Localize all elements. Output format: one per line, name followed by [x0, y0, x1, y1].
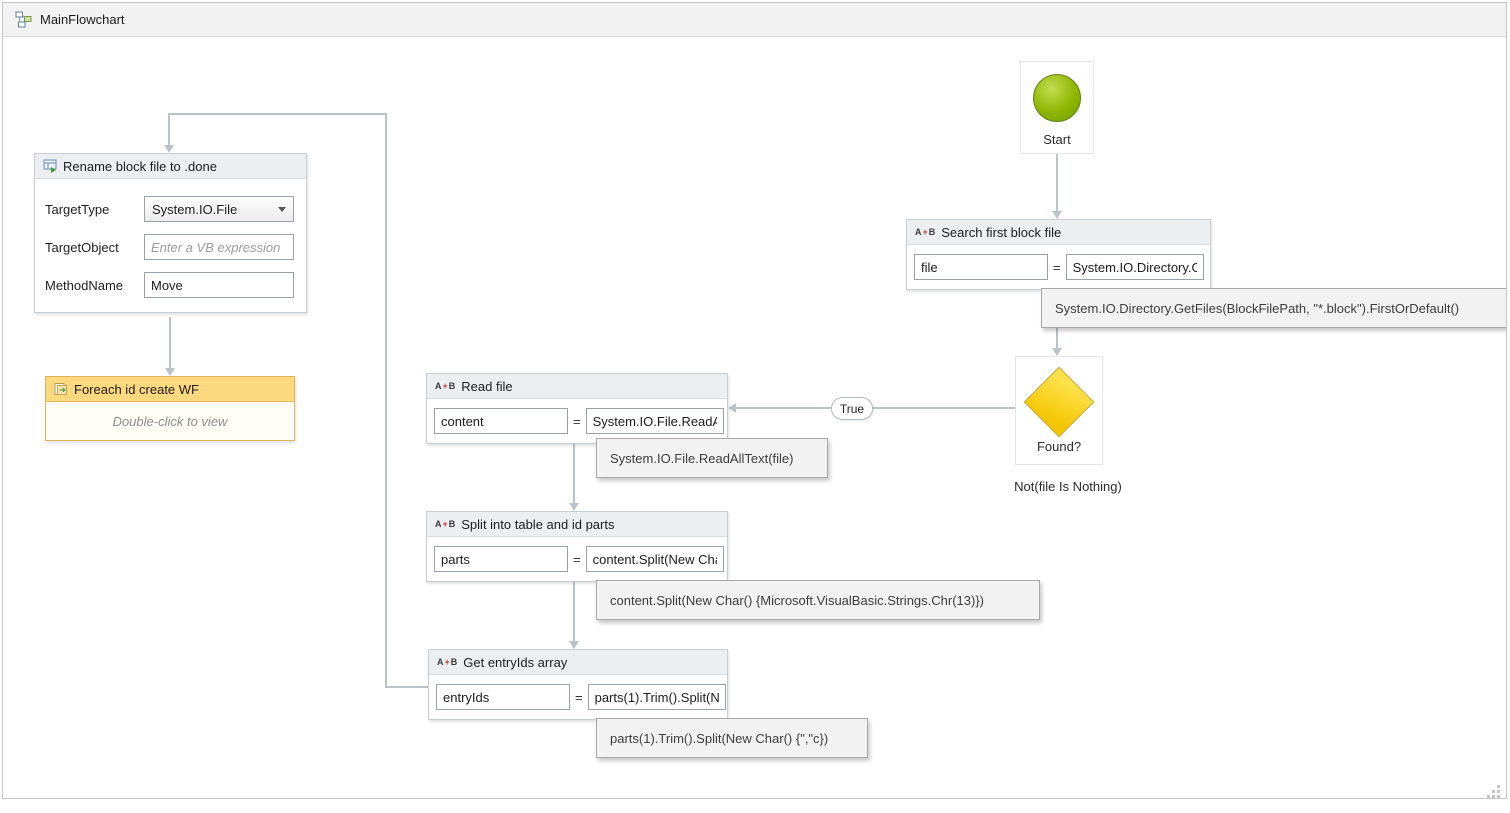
equals-sign: =	[1053, 259, 1061, 275]
start-node[interactable]: Start	[1020, 61, 1094, 154]
assign-node-search-first-block-file[interactable]: A+B Search first block file =	[906, 219, 1211, 290]
target-type-dropdown[interactable]: System.IO.File	[144, 196, 294, 222]
node-title: Search first block file	[941, 224, 1062, 240]
node-title: Read file	[461, 378, 513, 394]
expression-tooltip: System.IO.Directory.GetFiles(BlockFilePa…	[1041, 288, 1506, 328]
assign-node-read-file[interactable]: A+B Read file =	[426, 373, 728, 444]
invoke-workflow-icon	[54, 382, 68, 396]
assign-to-input[interactable]	[434, 408, 568, 434]
assign-node-header[interactable]: A+B Read file	[427, 374, 727, 399]
method-name-label: MethodName	[45, 277, 124, 293]
decision-node-found[interactable]: Found?	[1015, 356, 1103, 465]
invoke-workflow-node-foreach[interactable]: Foreach id create WF Double-click to vie…	[45, 376, 295, 441]
assign-to-input[interactable]	[434, 546, 568, 572]
start-circle-icon	[1033, 74, 1081, 122]
decision-condition-text: Not(file Is Nothing)	[1014, 479, 1122, 494]
assign-to-input[interactable]	[436, 684, 570, 710]
invoke-workflow-node-header[interactable]: Foreach id create WF	[46, 377, 294, 402]
branch-true-label: True	[831, 397, 873, 420]
decision-diamond-icon	[1023, 366, 1095, 438]
assign-value-input[interactable]	[585, 546, 724, 572]
target-type-label: TargetType	[45, 201, 110, 217]
assign-icon: A+B	[915, 227, 936, 237]
assign-value-input[interactable]	[1065, 254, 1204, 280]
page-title: MainFlowchart	[40, 12, 125, 27]
assign-icon: A+B	[437, 657, 458, 667]
assign-node-split-parts[interactable]: A+B Split into table and id parts =	[426, 511, 728, 582]
start-label: Start	[1043, 132, 1071, 147]
equals-sign: =	[575, 689, 583, 705]
expression-tooltip: System.IO.File.ReadAllText(file)	[596, 438, 828, 478]
method-name-input[interactable]	[144, 272, 294, 298]
foreach-hint[interactable]: Double-click to view	[46, 402, 294, 440]
target-object-input[interactable]	[144, 234, 294, 260]
invoke-method-icon	[43, 159, 57, 173]
assign-icon: A+B	[435, 519, 456, 529]
workflow-designer-window: MainFlowchart Start A+B Se	[2, 2, 1507, 799]
assign-node-header[interactable]: A+B Split into table and id parts	[427, 512, 727, 537]
assign-node-header[interactable]: A+B Get entryIds array	[429, 650, 727, 675]
equals-sign: =	[573, 551, 581, 567]
assign-value-input[interactable]	[587, 684, 726, 710]
node-title: Get entryIds array	[463, 654, 568, 670]
chevron-down-icon	[278, 206, 286, 212]
assign-to-input[interactable]	[914, 254, 1048, 280]
invoke-method-node-rename[interactable]: Rename block file to .done TargetType Sy…	[34, 153, 307, 313]
flowchart-icon	[15, 11, 32, 28]
connector-layer	[164, 113, 1062, 688]
equals-sign: =	[573, 413, 581, 429]
assign-node-get-entryids[interactable]: A+B Get entryIds array =	[428, 649, 728, 720]
node-title: Rename block file to .done	[63, 158, 217, 174]
invoke-method-node-header[interactable]: Rename block file to .done	[35, 154, 306, 179]
expression-tooltip: parts(1).Trim().Split(New Char() {","c})	[596, 718, 868, 758]
assign-icon: A+B	[435, 381, 456, 391]
decision-label: Found?	[1036, 439, 1082, 454]
node-title: Split into table and id parts	[461, 516, 615, 532]
breadcrumb-bar: MainFlowchart	[3, 3, 1506, 37]
assign-node-header[interactable]: A+B Search first block file	[907, 220, 1210, 245]
assign-value-input[interactable]	[585, 408, 724, 434]
node-title: Foreach id create WF	[74, 381, 199, 397]
expression-tooltip: content.Split(New Char() {Microsoft.Visu…	[596, 580, 1040, 620]
target-object-label: TargetObject	[45, 239, 119, 255]
resize-grip[interactable]	[1487, 785, 1490, 788]
